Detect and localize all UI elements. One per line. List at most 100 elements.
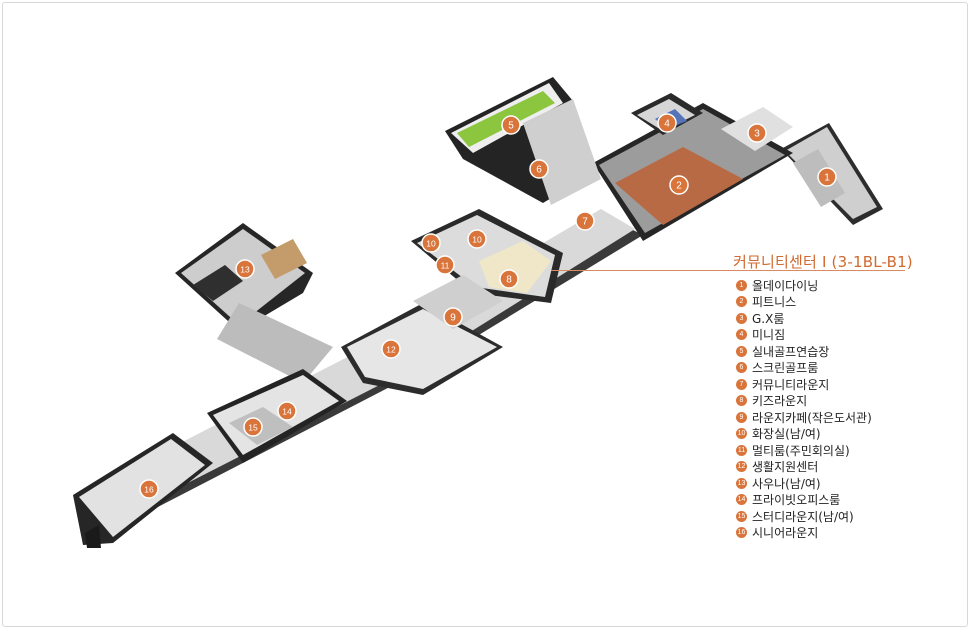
legend-number-badge: 9 <box>736 411 747 423</box>
legend-number-badge: 6 <box>736 362 747 374</box>
legend-item: 15 스터디라운지(남/여) <box>736 508 872 525</box>
room-marker: 14 <box>277 401 297 421</box>
legend-number-badge: 3 <box>736 312 747 324</box>
room-marker-number: 15 <box>248 423 258 433</box>
legend-number-badge: 14 <box>736 494 747 506</box>
legend-item-label: 피트니스 <box>752 295 797 310</box>
wing-sauna <box>175 223 333 383</box>
legend-number-badge: 5 <box>736 345 747 357</box>
room-marker: 7 <box>575 211 595 231</box>
room-marker-circle <box>747 123 767 143</box>
legend-item-label: 사우나(남/여) <box>752 476 821 491</box>
room-marker-circle <box>657 113 677 133</box>
legend-item-label: 올데이다이닝 <box>752 278 819 293</box>
legend-item: 4 미니짐 <box>736 327 872 344</box>
room-marker-circle <box>529 159 549 179</box>
room-marker-circle <box>139 479 159 499</box>
room-marker: 12 <box>381 339 401 359</box>
legend-item: 11 멀티룸(주민회의실) <box>736 442 872 459</box>
legend-item-label: 멀티룸(주민회의실) <box>752 443 850 458</box>
room-marker-number: 8 <box>506 275 512 286</box>
legend-item-label: 키즈라운지 <box>752 394 808 409</box>
room-marker: 15 <box>243 417 263 437</box>
legend-number-badge: 11 <box>736 444 747 456</box>
legend-item-label: 미니짐 <box>752 328 786 343</box>
legend-item-label: 생활지원센터 <box>752 460 819 475</box>
room-marker-circle <box>277 401 297 421</box>
legend-title: 커뮤니티센터 Ⅰ (3-1BL-B1) <box>733 253 913 271</box>
legend-number-badge: 7 <box>736 378 747 390</box>
room-marker-circle <box>381 339 401 359</box>
legend-item: 6 스크린골프룸 <box>736 360 872 377</box>
legend-number-badge: 4 <box>736 329 747 341</box>
room-marker-circle <box>421 233 441 253</box>
legend-number-badge: 8 <box>736 395 747 407</box>
legend-item: 13 사우나(남/여) <box>736 475 872 492</box>
legend-item-label: 라운지카페(작은도서관) <box>752 410 872 425</box>
room-marker-circle <box>443 307 463 327</box>
room-marker-circle <box>435 255 455 275</box>
wing-fitness <box>593 93 793 241</box>
room-marker-number: 11 <box>441 261 450 271</box>
room-marker: 8 <box>499 269 519 289</box>
legend-number-badge: 16 <box>736 527 747 539</box>
legend-item-label: 시니어라운지 <box>752 526 819 541</box>
legend-item: 9 라운지카페(작은도서관) <box>736 409 872 426</box>
legend-number-badge: 12 <box>736 461 747 473</box>
room-marker-circle <box>235 259 255 279</box>
legend-item: 8 키즈라운지 <box>736 393 872 410</box>
legend-item: 12 생활지원센터 <box>736 459 872 476</box>
room-marker-number: 4 <box>664 119 670 130</box>
room-marker: 11 <box>435 255 455 275</box>
legend-item: 5 실내골프연습장 <box>736 343 872 360</box>
room-marker: 10 <box>421 233 441 253</box>
legend-number-badge: 15 <box>736 510 747 522</box>
room-marker: 10 <box>467 229 487 249</box>
legend-number-badge: 2 <box>736 296 747 308</box>
room-marker-circle <box>669 175 689 195</box>
legend-item-label: 실내골프연습장 <box>752 344 830 359</box>
room-marker-number: 12 <box>386 345 396 355</box>
room-marker: 4 <box>657 113 677 133</box>
legend-divider <box>551 270 905 271</box>
room-marker: 2 <box>669 175 689 195</box>
legend-item: 10 화장실(남/여) <box>736 426 872 443</box>
legend-item: 14 프라이빗오피스룸 <box>736 492 872 509</box>
wing-golf <box>445 77 601 205</box>
legend-number-badge: 10 <box>736 428 747 440</box>
room-marker-number: 1 <box>824 173 830 184</box>
room-marker-circle <box>499 269 519 289</box>
legend-item-label: 커뮤니티라운지 <box>752 377 830 392</box>
room-marker-circle <box>243 417 263 437</box>
legend-item-label: 스크린골프룸 <box>752 361 819 376</box>
room-marker-number: 2 <box>676 181 682 192</box>
wing-lounges <box>341 209 563 395</box>
room-marker-number: 5 <box>508 121 514 132</box>
room-marker-number: 10 <box>472 235 482 245</box>
legend-item-label: G.X룸 <box>752 311 785 326</box>
room-marker-number: 3 <box>754 129 760 140</box>
legend-item: 16 시니어라운지 <box>736 525 872 542</box>
room-marker: 3 <box>747 123 767 143</box>
room-marker-circle <box>575 211 595 231</box>
legend-item: 7 커뮤니티라운지 <box>736 376 872 393</box>
legend-item-label: 화장실(남/여) <box>752 427 821 442</box>
room-marker-number: 10 <box>426 239 436 249</box>
room-marker: 5 <box>501 115 521 135</box>
room-marker-circle <box>817 167 837 187</box>
legend-item: 2 피트니스 <box>736 294 872 311</box>
room-marker: 16 <box>139 479 159 499</box>
room-marker: 1 <box>817 167 837 187</box>
legend-item-label: 스터디라운지(남/여) <box>752 509 854 524</box>
legend-number-badge: 13 <box>736 477 747 489</box>
legend-item-label: 프라이빗오피스룸 <box>752 493 841 508</box>
room-marker-number: 9 <box>450 313 456 324</box>
room-marker-number: 13 <box>240 265 250 275</box>
room-marker-number: 14 <box>282 407 292 417</box>
legend-item: 3 G.X룸 <box>736 310 872 327</box>
